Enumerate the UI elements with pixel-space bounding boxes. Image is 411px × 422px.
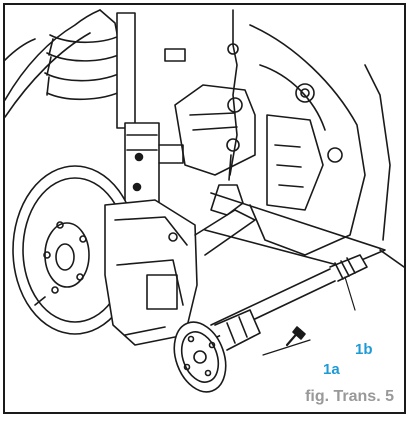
transmission-housing	[249, 24, 404, 268]
driveshaft-removal-illustration	[5, 9, 404, 393]
cv-joint	[173, 309, 261, 393]
figure-frame: 1a 1b fig. Trans. 5	[3, 3, 406, 414]
figure-caption: fig. Trans. 5	[305, 388, 394, 405]
brake-caliper	[104, 199, 198, 346]
bolt	[285, 326, 306, 347]
drive-shaft	[210, 254, 368, 338]
callout-1b: 1b	[355, 341, 373, 358]
callout-1a: 1a	[323, 361, 340, 378]
